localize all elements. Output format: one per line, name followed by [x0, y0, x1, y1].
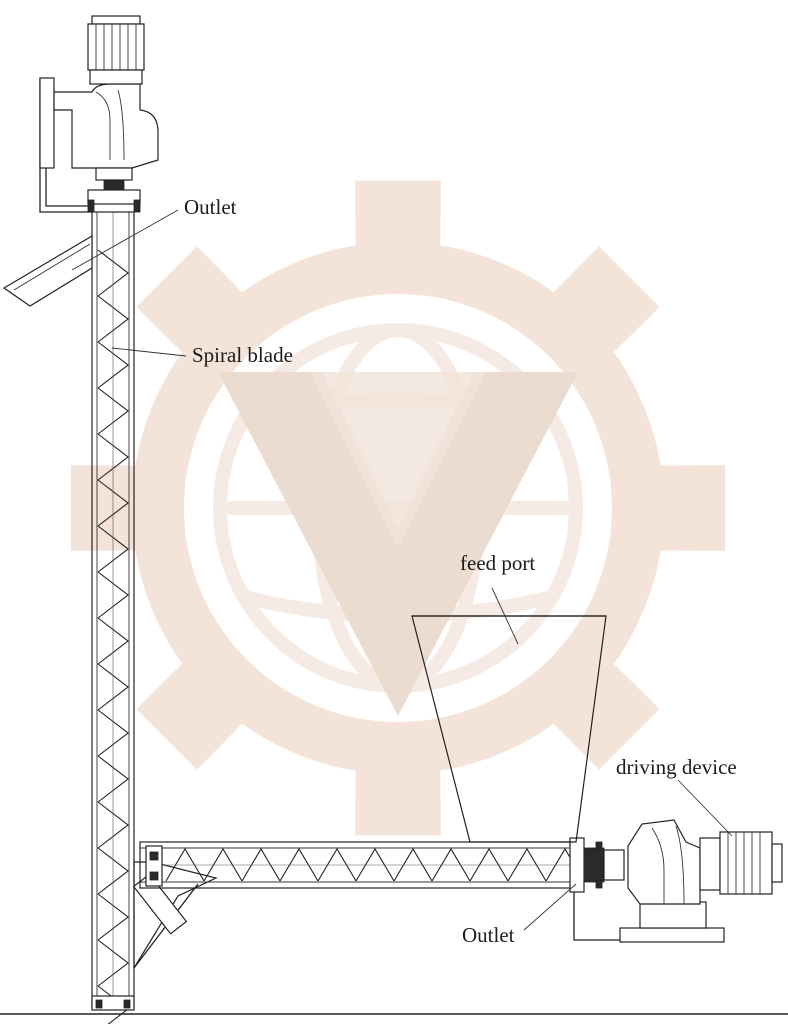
label-feed-port: feed port [460, 551, 535, 575]
gear-tooth-icon [136, 652, 254, 770]
leader-lines [71, 209, 733, 931]
label-outlet-bottom: Outlet [462, 923, 515, 947]
gear-tooth-icon [644, 465, 726, 551]
top-motor-gearbox [39, 15, 159, 213]
driving-device [619, 819, 783, 943]
vertical-screw-conveyor [91, 211, 135, 1024]
feed-port-hopper [411, 615, 607, 843]
top-outlet-chute [2, 234, 93, 307]
horizontal-spiral-blade [150, 847, 600, 882]
gear-tooth-icon [136, 246, 254, 364]
gear-tooth-icon [70, 465, 152, 551]
spiral-blade-path [97, 249, 129, 1024]
leader-outlet-top [71, 209, 179, 271]
horizontal-screw-conveyor [139, 837, 625, 941]
leader-spiral-blade [111, 347, 187, 357]
leader-driving-device [677, 779, 733, 837]
label-driving-device: driving device [616, 755, 737, 779]
spiral-blade-path [165, 847, 585, 882]
gear-tooth-icon [542, 246, 660, 364]
gear-globe-m-logo-icon [70, 180, 726, 836]
gear-teeth-icon [70, 180, 726, 836]
vertical-spiral-blade [97, 212, 129, 1024]
gear-tooth-icon [542, 652, 660, 770]
label-spiral-blade: Spiral blade [192, 343, 293, 367]
gear-tooth-icon [355, 180, 441, 262]
leader-feed-port [491, 587, 519, 645]
label-outlet-top: Outlet [184, 195, 237, 219]
gear-tooth-icon [355, 754, 441, 836]
leader-outlet-bottom [523, 883, 577, 931]
gear-ring-icon [132, 242, 664, 774]
